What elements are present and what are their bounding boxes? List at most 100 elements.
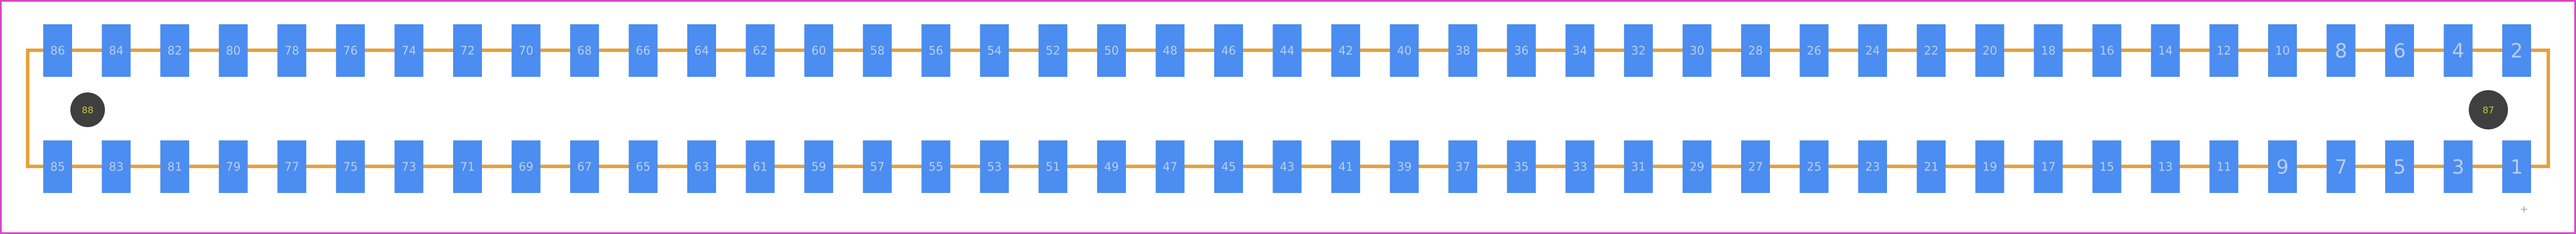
pad-25 [1799, 140, 1829, 193]
pad-label-8: 8 [2335, 40, 2348, 63]
hole-label: 87 [2483, 105, 2494, 116]
pad-label-60: 60 [811, 44, 826, 58]
pad-label-13: 13 [2158, 160, 2172, 174]
pad-label-19: 19 [1982, 160, 1997, 174]
pad-30 [1682, 24, 1712, 77]
pad-14 [2151, 24, 2180, 77]
pad-41 [1331, 140, 1361, 193]
pad-label-83: 83 [109, 160, 123, 174]
pad-label-15: 15 [2100, 160, 2114, 174]
pad-label-85: 85 [50, 160, 65, 174]
hole-circle [70, 92, 105, 127]
pad-76 [336, 24, 365, 77]
pad-label-58: 58 [870, 44, 884, 58]
pad-36 [1507, 24, 1536, 77]
pad-7 [2326, 140, 2356, 193]
pad-label-28: 28 [1748, 44, 1762, 58]
pad-label-42: 42 [1338, 44, 1353, 58]
pad-label-4: 4 [2452, 40, 2465, 63]
pad-label-21: 21 [1924, 160, 1938, 174]
pad-label-65: 65 [636, 160, 650, 174]
pad-label-80: 80 [226, 44, 240, 58]
pad-26 [1799, 24, 1829, 77]
pad-48 [1155, 24, 1185, 77]
pad-72 [453, 24, 482, 77]
pad-label-79: 79 [226, 160, 240, 174]
pad-78 [277, 24, 307, 77]
pad-label-31: 31 [1631, 160, 1645, 174]
pad-label-63: 63 [694, 160, 709, 174]
pad-70 [511, 24, 541, 77]
pad-label-48: 48 [1163, 44, 1177, 58]
pad-73 [394, 140, 424, 193]
pad-61 [745, 140, 775, 193]
pad-24 [1858, 24, 1887, 77]
pad-label-37: 37 [1455, 160, 1470, 174]
hole-label: 88 [82, 105, 93, 116]
pad-58 [863, 24, 892, 77]
pad-63 [687, 140, 716, 193]
pad-1 [2502, 140, 2532, 193]
pad-53 [980, 140, 1009, 193]
pad-10 [2268, 24, 2297, 77]
pad-28 [1741, 24, 1770, 77]
pad-50 [1097, 24, 1126, 77]
pad-15 [2092, 140, 2122, 193]
pad-label-26: 26 [1807, 44, 1821, 58]
pad-12 [2209, 24, 2239, 77]
pad-label-75: 75 [343, 160, 357, 174]
mounting-hole-left: 88 [70, 92, 105, 127]
pad-label-41: 41 [1338, 160, 1353, 174]
pad-label-30: 30 [1690, 44, 1704, 58]
mounting-hole-right: 87 [2469, 90, 2508, 129]
pad-label-62: 62 [753, 44, 767, 58]
pad-label-64: 64 [694, 44, 709, 58]
pad-77 [277, 140, 307, 193]
pad-35 [1507, 140, 1536, 193]
pad-67 [570, 140, 599, 193]
pad-label-66: 66 [636, 44, 650, 58]
pad-label-47: 47 [1163, 160, 1177, 174]
pad-label-78: 78 [284, 44, 299, 58]
pad-label-40: 40 [1397, 44, 1411, 58]
pad-23 [1858, 140, 1887, 193]
pad-label-12: 12 [2217, 44, 2231, 58]
pad-74 [394, 24, 424, 77]
pad-label-38: 38 [1455, 44, 1470, 58]
origin-marker: + [2519, 203, 2528, 216]
pad-27 [1741, 140, 1770, 193]
pad-62 [745, 24, 775, 77]
pad-8 [2326, 24, 2356, 77]
pad-label-44: 44 [1280, 44, 1294, 58]
pad-label-84: 84 [109, 44, 123, 58]
pad-46 [1214, 24, 1243, 77]
pad-label-72: 72 [460, 44, 474, 58]
pad-83 [101, 140, 131, 193]
pad-label-22: 22 [1924, 44, 1938, 58]
pad-22 [1916, 24, 1946, 77]
pad-75 [336, 140, 365, 193]
pad-11 [2209, 140, 2239, 193]
pad-49 [1097, 140, 1126, 193]
pad-label-24: 24 [1865, 44, 1880, 58]
pad-label-10: 10 [2275, 44, 2289, 58]
pad-66 [628, 24, 658, 77]
pad-label-20: 20 [1982, 44, 1997, 58]
pad-label-52: 52 [1046, 44, 1060, 58]
pad-5 [2385, 140, 2414, 193]
pad-44 [1272, 24, 1302, 77]
pad-label-81: 81 [167, 160, 182, 174]
pad-9 [2268, 140, 2297, 193]
pad-label-1: 1 [2510, 156, 2523, 179]
pad-label-86: 86 [50, 44, 65, 58]
pad-60 [804, 24, 834, 77]
pad-label-71: 71 [460, 160, 474, 174]
outline-top-left [26, 49, 43, 168]
pad-82 [160, 24, 190, 77]
pad-label-46: 46 [1221, 44, 1236, 58]
pad-label-68: 68 [577, 44, 592, 58]
pad-65 [628, 140, 658, 193]
pad-label-7: 7 [2335, 156, 2348, 179]
